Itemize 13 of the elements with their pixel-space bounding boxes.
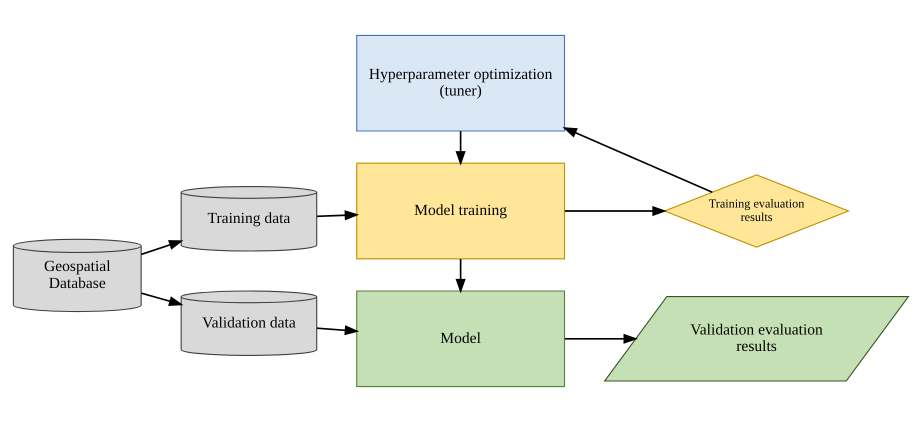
- arrow: [562, 126, 713, 192]
- node-diamond: Training evaluation results: [663, 174, 850, 248]
- node-box: Model training: [356, 162, 566, 259]
- arrow: [456, 258, 466, 293]
- arrow: [456, 130, 466, 166]
- arrow: [141, 240, 184, 255]
- arrow: [141, 292, 184, 306]
- arrow: [316, 324, 360, 335]
- arrow: [564, 205, 667, 216]
- node-box: Hyperparameter optimization (tuner): [356, 34, 566, 132]
- arrow: [564, 333, 638, 344]
- node-box: Model: [356, 290, 566, 387]
- arrow: [316, 210, 360, 220]
